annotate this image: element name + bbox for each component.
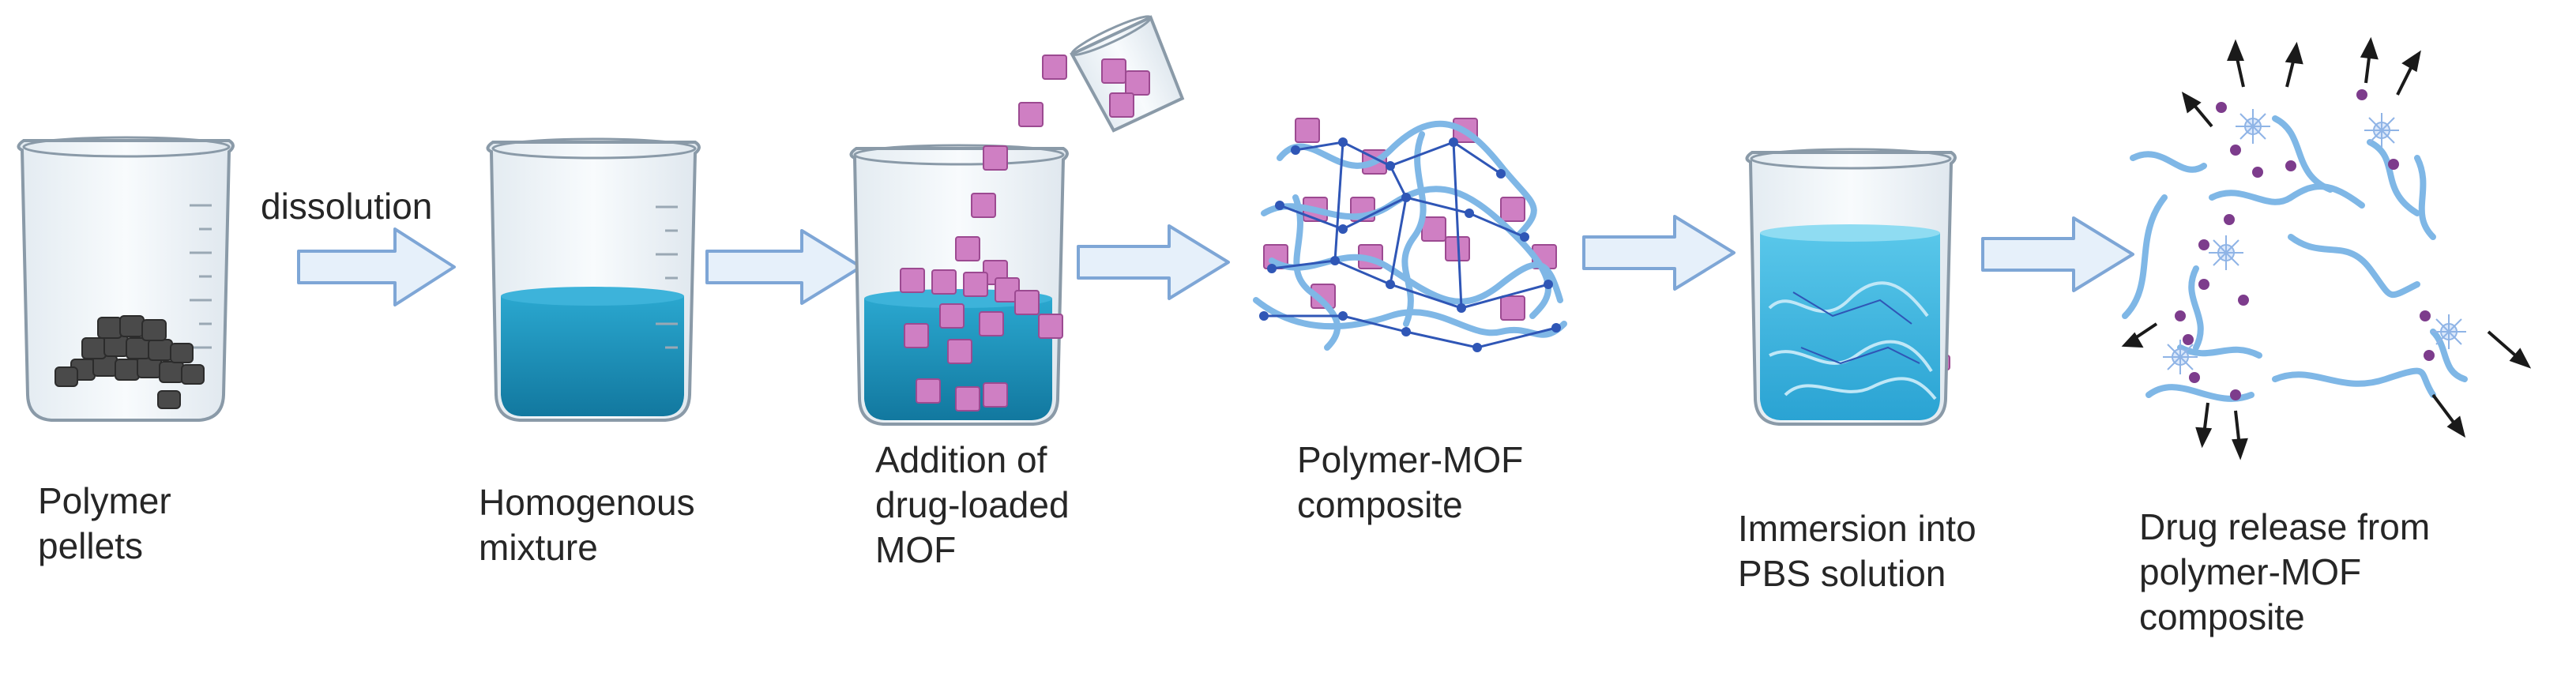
pellet-pile — [55, 315, 205, 409]
nanoparticle-icons — [2163, 109, 2466, 374]
mof-cube-icon — [983, 145, 1008, 171]
mof-cube-icon — [1109, 92, 1134, 118]
mof-cube-icon — [983, 382, 1008, 408]
beaker-with-solution-icon — [486, 137, 701, 422]
mof-cube-icon — [955, 386, 980, 412]
mof-cube-icon — [916, 378, 941, 404]
mof-cube-icon — [971, 193, 996, 218]
mof-cube-icon — [1014, 290, 1040, 315]
release-arrows — [2121, 36, 2532, 460]
mof-cube-icon — [1018, 102, 1044, 127]
mof-cube-icon — [1295, 118, 1320, 143]
dissolution-label: dissolution — [261, 186, 432, 227]
mof-cube-icon — [931, 269, 957, 295]
drug-release-icon — [2121, 36, 2532, 460]
mof-cube-icon — [947, 339, 972, 364]
process-arrow — [1981, 216, 2134, 292]
mof-cube-icon — [963, 272, 988, 297]
process-arrow — [297, 227, 456, 306]
mof-cube-icon — [1500, 197, 1525, 222]
mof-cube-icon — [1042, 54, 1067, 80]
beaker-with-composite-icon — [1745, 148, 1957, 426]
mof-cube-icon — [955, 236, 980, 261]
mof-cube-icon — [904, 323, 929, 348]
polymer-network-icon — [1253, 120, 1567, 352]
mof-cube-icon — [1125, 70, 1150, 96]
mof-cube-icon — [1500, 295, 1525, 321]
process-arrow — [1582, 215, 1736, 291]
mof-cube-icon — [939, 303, 965, 329]
mof-cube-icon — [1038, 314, 1063, 339]
mof-cube-icon — [979, 311, 1004, 336]
mof-cube-icon — [1101, 58, 1126, 84]
mof-cube-icon — [900, 268, 925, 293]
beaker-with-pellets-icon — [17, 136, 235, 422]
process-arrow — [705, 229, 863, 305]
mof-cube-icon — [1421, 216, 1446, 242]
process-arrow — [1077, 224, 1230, 300]
